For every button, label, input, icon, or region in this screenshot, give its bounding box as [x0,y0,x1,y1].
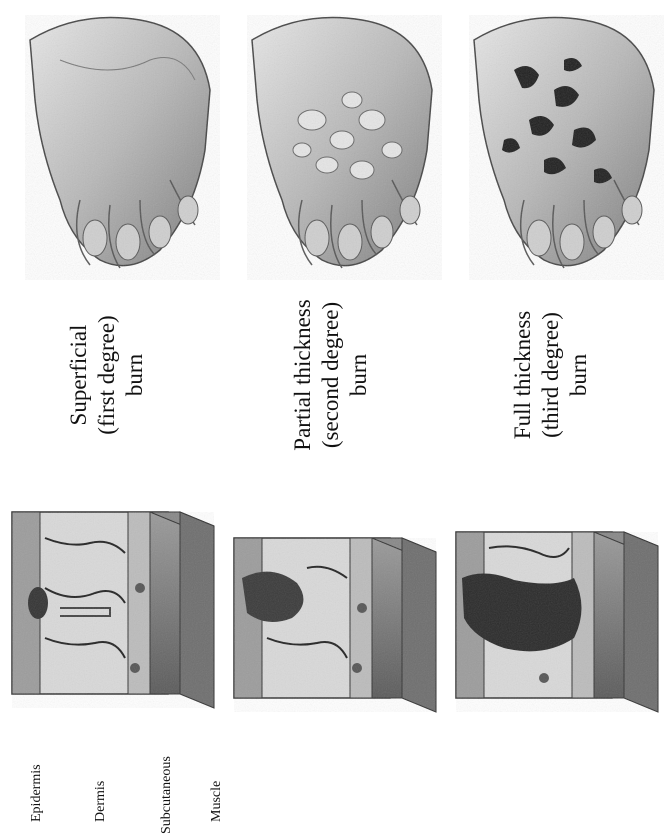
layer-label-epidermis: Epidermis [29,764,44,822]
skin-section-partial-thickness [234,538,436,712]
caption-full-line3: burn [566,353,591,396]
hand-superficial [25,15,220,280]
caption-partial-line1: Partial thickness [290,299,315,450]
skin-section-superficial [12,512,214,708]
skin-section-full-thickness [456,532,658,712]
layer-label-dermis: Dermis [93,781,108,822]
caption-partial-line2: (second degree) [318,302,343,448]
caption-superficial: Superficial (first degree) burn [66,315,147,434]
hand-partial-thickness [247,15,442,280]
caption-superficial-line2: (first degree) [94,315,119,434]
caption-superficial-line1: Superficial [66,325,91,426]
caption-superficial-line3: burn [122,353,147,396]
layer-label-muscle: Muscle [209,781,224,822]
hand-full-thickness [469,15,664,280]
caption-full-thickness: Full thickness (third degree) burn [510,311,591,439]
layer-label-subcutaneous: Subcutaneous [159,756,174,834]
caption-full-line2: (third degree) [538,312,563,438]
caption-full-line1: Full thickness [510,311,535,439]
caption-partial-line3: burn [346,353,371,396]
caption-partial-thickness: Partial thickness (second degree) burn [290,299,371,450]
